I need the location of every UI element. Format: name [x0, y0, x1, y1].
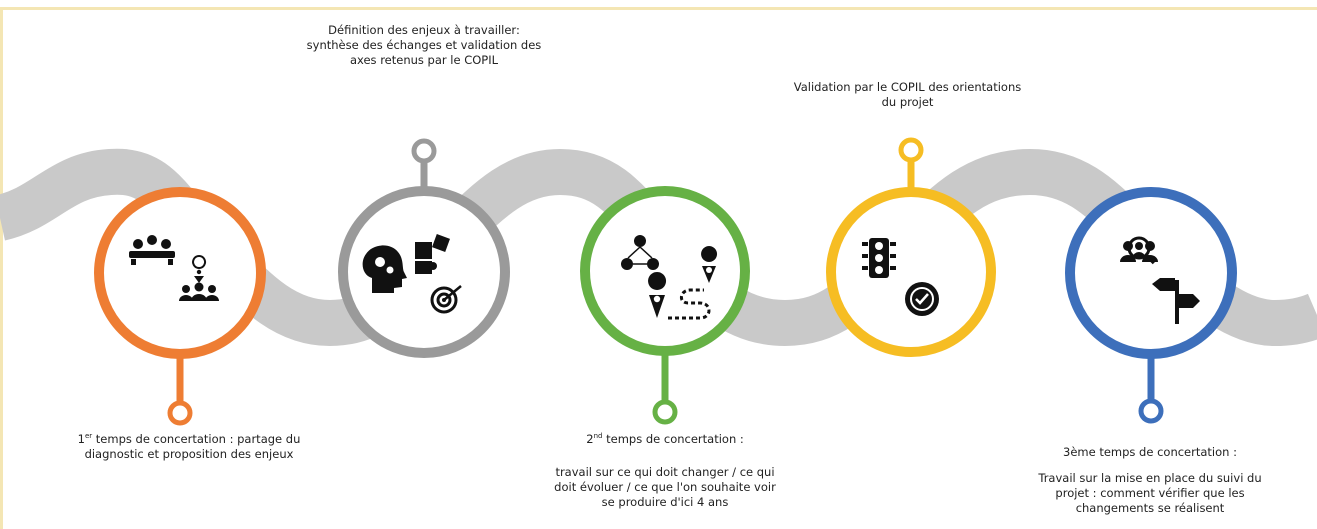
stage-5-marker [1065, 187, 1237, 424]
verified-badge-icon [905, 282, 939, 316]
stage-3-heading: 2nd temps de concertation : [586, 432, 744, 446]
stage-4-line-2: du projet [881, 95, 934, 109]
route-pins-icon [648, 246, 718, 320]
stage-4-line-1: Validation par le COPIL des orientations [793, 80, 1022, 94]
stage-3-line-3: se produire d'ici 4 ans [601, 495, 729, 509]
stage-5-line-3: changements se réalisent [1075, 501, 1225, 515]
stage-3-line-2: doit évoluer / ce que l'on souhaite voir [554, 480, 776, 494]
puzzle-icon [415, 234, 450, 274]
stage-3-marker [580, 186, 750, 425]
stage-3-label: travail sur ce qui doit changer / ce qui… [510, 465, 820, 510]
stage-2-line-3: axes retenus par le COPIL [349, 53, 499, 67]
stage-2-line-1: Définition des enjeux à travailler: [328, 23, 520, 37]
stage-5-line-2: projet : comment vérifier que les [1055, 486, 1245, 500]
network-people-icon [621, 235, 659, 270]
head-gears-icon [362, 245, 407, 293]
stage-2-line-2: synthèse des échanges et validation des [306, 38, 542, 52]
search-people-icon [1120, 236, 1158, 265]
stage-1-label: 1er temps de concertation : partage du d… [24, 432, 354, 462]
stage-4-label: Validation par le COPIL des orientations… [745, 80, 1070, 110]
target-icon [430, 285, 462, 314]
traffic-light-icon [862, 238, 896, 278]
frame-top-border [0, 7, 1317, 10]
meeting-group-icon [129, 235, 175, 265]
location-team-icon [179, 255, 219, 301]
signpost-icon [1152, 278, 1200, 324]
stage-1-marker [94, 187, 266, 426]
frame-left-border [0, 7, 3, 529]
stage-4-marker [826, 137, 996, 357]
stage-1-line-2: diagnostic et proposition des enjeux [84, 447, 294, 461]
stage-5-label: Travail sur la mise en place du suivi du… [1000, 471, 1300, 516]
stage-5-line-1: Travail sur la mise en place du suivi du [1038, 471, 1262, 485]
stage-5-heading: 3ème temps de concertation : [1063, 445, 1237, 459]
stage-1-line-1: 1er temps de concertation : partage du [77, 432, 301, 446]
stage-3-line-1: travail sur ce qui doit changer / ce qui [555, 465, 775, 479]
stage-2-label: Définition des enjeux à travailler: synt… [284, 23, 564, 68]
